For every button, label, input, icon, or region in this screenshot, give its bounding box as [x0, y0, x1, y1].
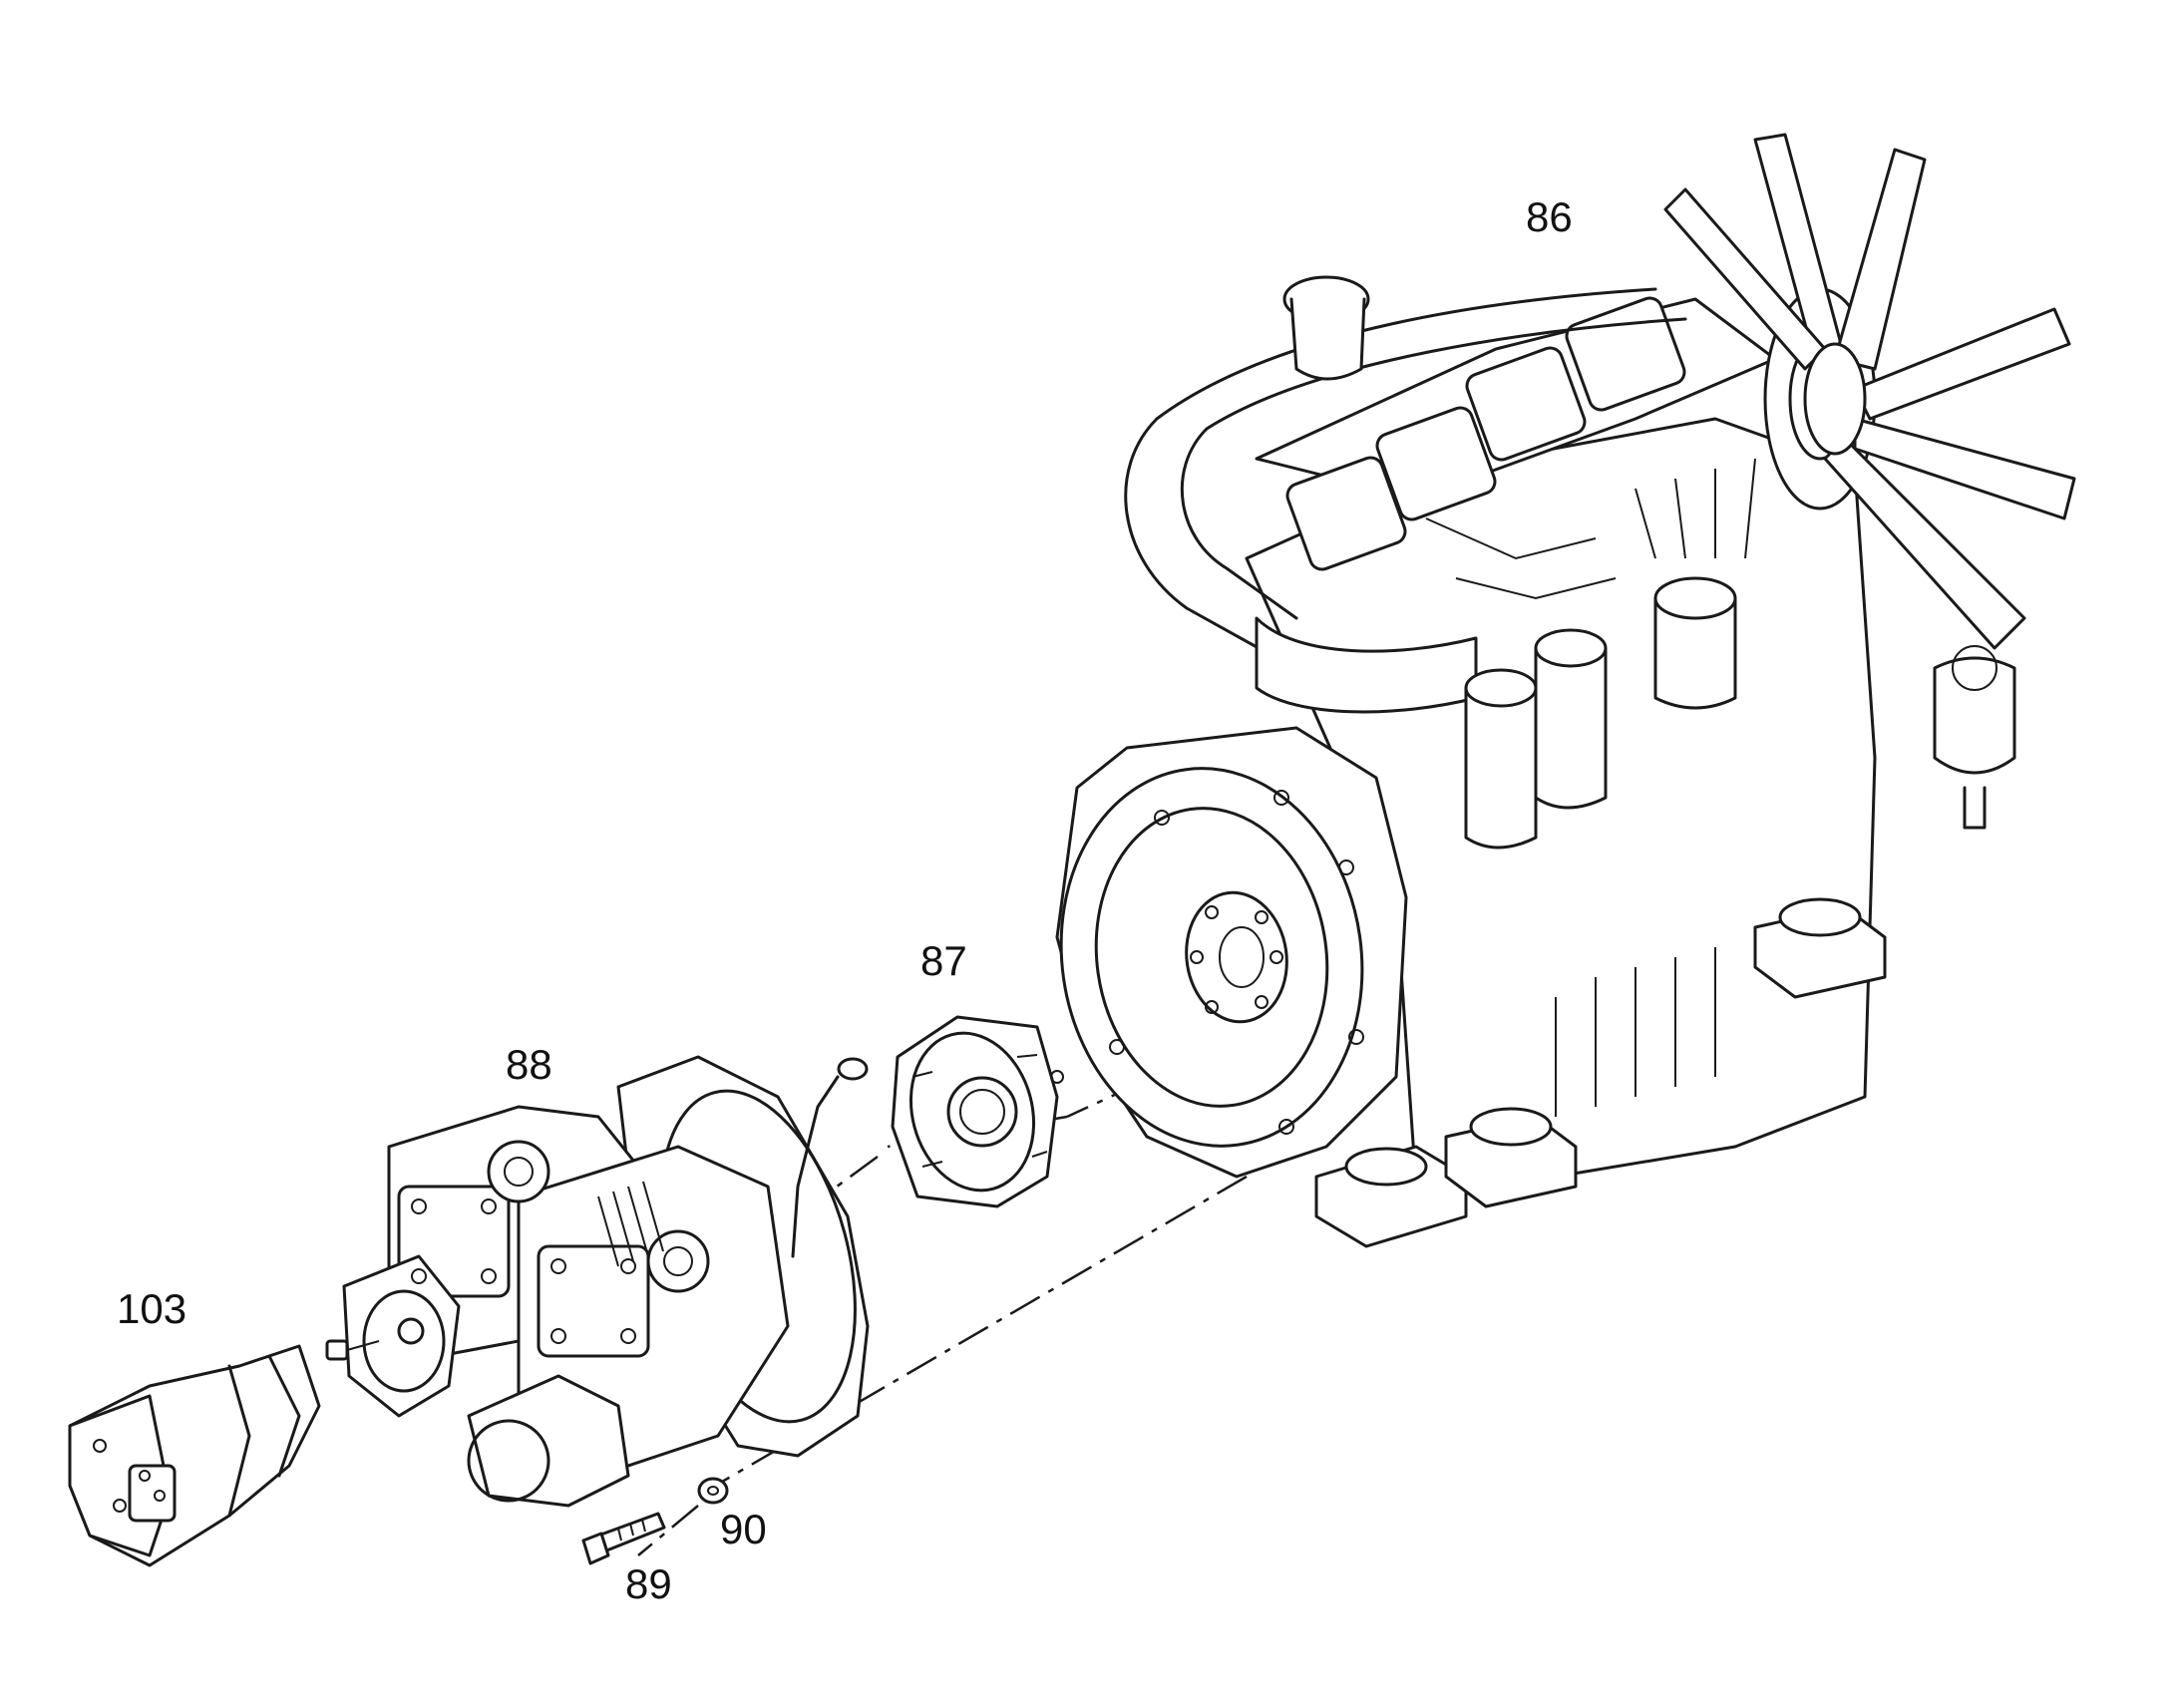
- coupling-87: [891, 1015, 1064, 1208]
- engine-fan: [1663, 133, 2076, 650]
- bolt-89: [581, 1512, 666, 1565]
- callout-88: 88: [506, 1041, 552, 1088]
- callout-103: 103: [117, 1285, 186, 1332]
- callout-86: 86: [1526, 193, 1573, 240]
- washer-90: [697, 1477, 729, 1505]
- callout-87: 87: [920, 937, 967, 984]
- motor-103: [68, 1339, 380, 1567]
- callout-90: 90: [720, 1506, 767, 1552]
- pump-88: [342, 1055, 870, 1508]
- callout-89: 89: [625, 1560, 672, 1607]
- engine-86: [1055, 275, 2016, 1248]
